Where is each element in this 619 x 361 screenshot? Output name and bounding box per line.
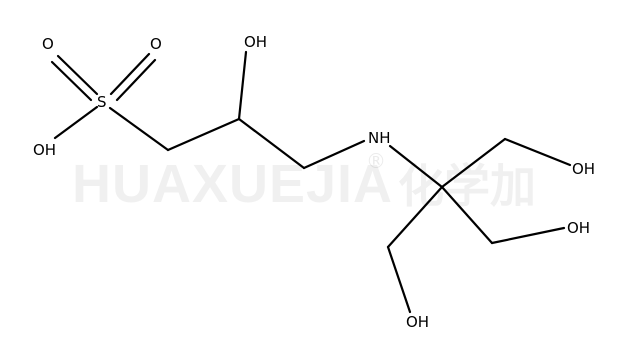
bond-c5-oh — [503, 137, 572, 167]
atom-o-top-right: O — [150, 35, 162, 53]
watermark-registered: ® — [366, 149, 386, 173]
bond-c7-oh — [386, 245, 412, 314]
bond-s-oh — [53, 105, 99, 140]
bond-s-o-top-right-a — [109, 52, 151, 96]
bond-c4-c5 — [440, 137, 507, 189]
atom-oh-bottom: OH — [406, 313, 429, 331]
bonds — [50, 50, 572, 314]
atom-oh-right-upper: OH — [572, 160, 595, 178]
atom-oh-top: OH — [244, 33, 267, 51]
bond-c4-c7 — [386, 185, 444, 249]
atom-o-top-left: O — [42, 35, 54, 53]
bond-c6-oh — [490, 226, 566, 245]
atom-oh-right-lower: OH — [567, 219, 590, 237]
bond-s-o-top-right-b — [115, 58, 157, 102]
bond-c1-c2 — [166, 117, 241, 152]
atom-s: S — [97, 93, 107, 111]
bond-n-c4 — [388, 144, 444, 189]
bond-s-c1 — [108, 106, 170, 152]
bond-c2-oh — [237, 50, 248, 121]
bond-s-o-top-left-a — [56, 54, 99, 96]
atom-nh: NH — [368, 129, 391, 147]
bond-c4-c6 — [440, 185, 494, 245]
bond-c3-n — [302, 139, 366, 170]
atom-labels: O O S OH OH NH OH OH OH — [33, 33, 595, 331]
bond-c2-c3 — [237, 117, 306, 170]
watermark-latin: HUAXUEJIA — [72, 154, 393, 214]
bond-s-o-top-left-b — [50, 60, 93, 102]
atom-oh-left: OH — [33, 141, 56, 159]
